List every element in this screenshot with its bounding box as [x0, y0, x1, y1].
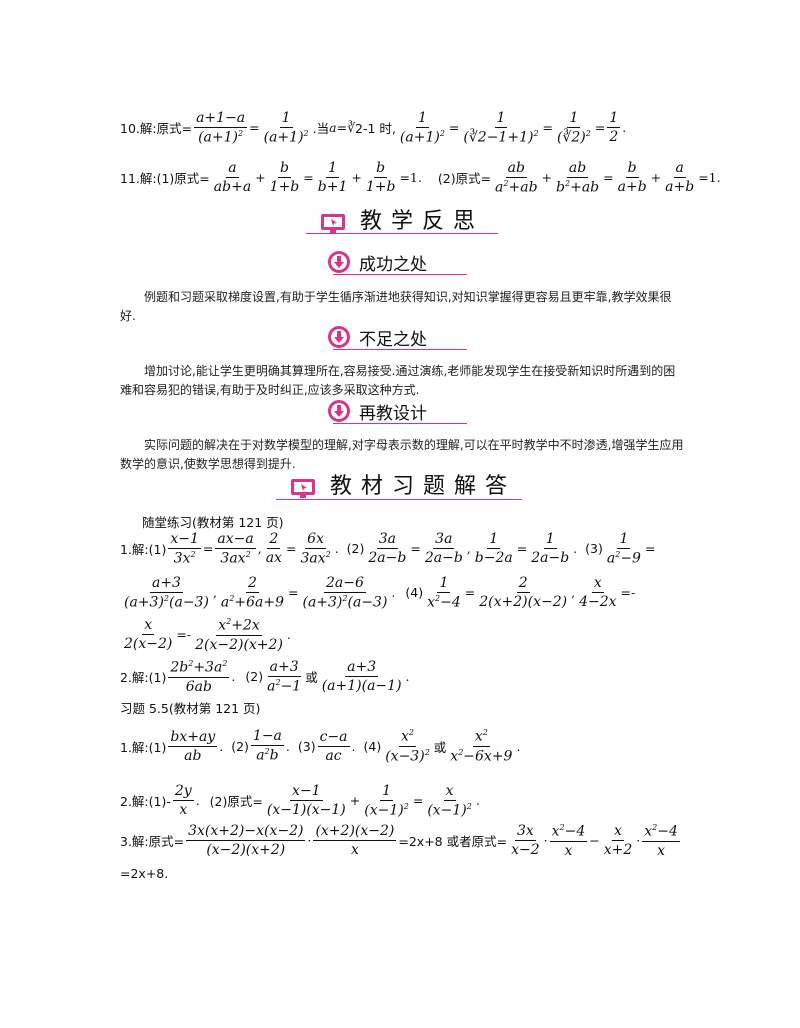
subsection-title: 再教设计	[359, 403, 427, 424]
fraction: x−1(x−1)(x−1)	[266, 783, 346, 819]
monitor-icon	[291, 479, 315, 498]
solution-label: 10.解:原式=	[120, 121, 193, 137]
divider	[276, 499, 522, 500]
root-symbol: ∛	[347, 120, 356, 136]
redesign-paragraph: 实际问题的解决在于对数学模型的理解,对字母表示数的理解,可以在平时教学中不时渗透…	[120, 438, 684, 471]
download-arrow-icon	[328, 400, 350, 422]
solution-label: 2.解:(1)	[120, 670, 167, 686]
section-banner-textbook: 教材习题解答	[276, 470, 530, 500]
fraction: 1(∛2−1+1)2	[463, 110, 539, 146]
fraction: a+3(a+1)(a−1)	[321, 659, 402, 695]
subsection-redesign: 再教设计	[327, 398, 467, 424]
monitor-icon	[321, 214, 345, 233]
subsection-title: 成功之处	[359, 254, 427, 275]
subsection-shortfall: 不足之处	[327, 324, 467, 350]
fraction: 2a−6(a+3)2(a−3)	[302, 575, 388, 611]
exercise-q3-result: =2x+8.	[120, 866, 169, 881]
fraction: (x+2)(x−2)x	[313, 823, 397, 859]
download-arrow-icon	[328, 251, 350, 273]
solution-label: 2.解:(1)-	[120, 794, 171, 810]
solution-label: 11.解:(1)原式=	[120, 171, 210, 187]
solution-label: 1.解:(1)	[120, 542, 167, 558]
download-arrow-icon	[328, 326, 350, 348]
divider	[333, 274, 467, 275]
fraction: x(x−1)2	[427, 783, 472, 819]
exercise-heading: 习题 5.5(教材第 121 页)	[120, 701, 261, 716]
fraction: x2(x−3)2	[385, 728, 430, 765]
solution-10: 10.解:原式= a+1−a(a+1)2 = 1(a+1)2 .当 a= ∛ 2…	[120, 110, 627, 146]
divider	[333, 423, 467, 424]
fraction: 1(a+1)2	[399, 110, 445, 146]
section-banner-reflection: 教学反思	[306, 205, 500, 235]
fraction: a+3(a+3)2(a−3)	[124, 575, 209, 611]
divider	[306, 233, 498, 234]
fraction: a+1−a(a+1)2	[194, 110, 248, 146]
fraction: 1(a+1)2	[263, 110, 309, 146]
exercise-q3: 3.解:原式= 3x(x+2)−x(x−2)(x−2)(x+2)· (x+2)(…	[120, 823, 680, 859]
subsection-success: 成功之处	[327, 249, 467, 275]
subsection-title: 不足之处	[359, 329, 427, 350]
section-title: 教学反思	[360, 209, 485, 234]
solution-label: 3.解:原式=	[120, 834, 185, 850]
fraction: 1(x−1)2	[364, 783, 409, 819]
success-paragraph: 例题和习题采取梯度设置,有助于学生循序渐进地获得知识,对知识掌握得更容易且更牢靠…	[120, 290, 672, 323]
practice-heading: 随堂练习(教材第 121 页)	[142, 515, 284, 530]
solution-label: 1.解:(1)	[120, 739, 167, 755]
section-title: 教材习题解答	[330, 474, 517, 499]
fraction: 1(∛2)2	[557, 110, 591, 146]
fraction: 3x(x+2)−x(x−2)(x−2)(x+2)	[186, 823, 306, 859]
divider	[333, 349, 467, 350]
shortfall-paragraph: 增加讨论,能让学生更明确其算理所在,容易接受.通过演练,老师能发现学生在接受新知…	[120, 364, 676, 397]
